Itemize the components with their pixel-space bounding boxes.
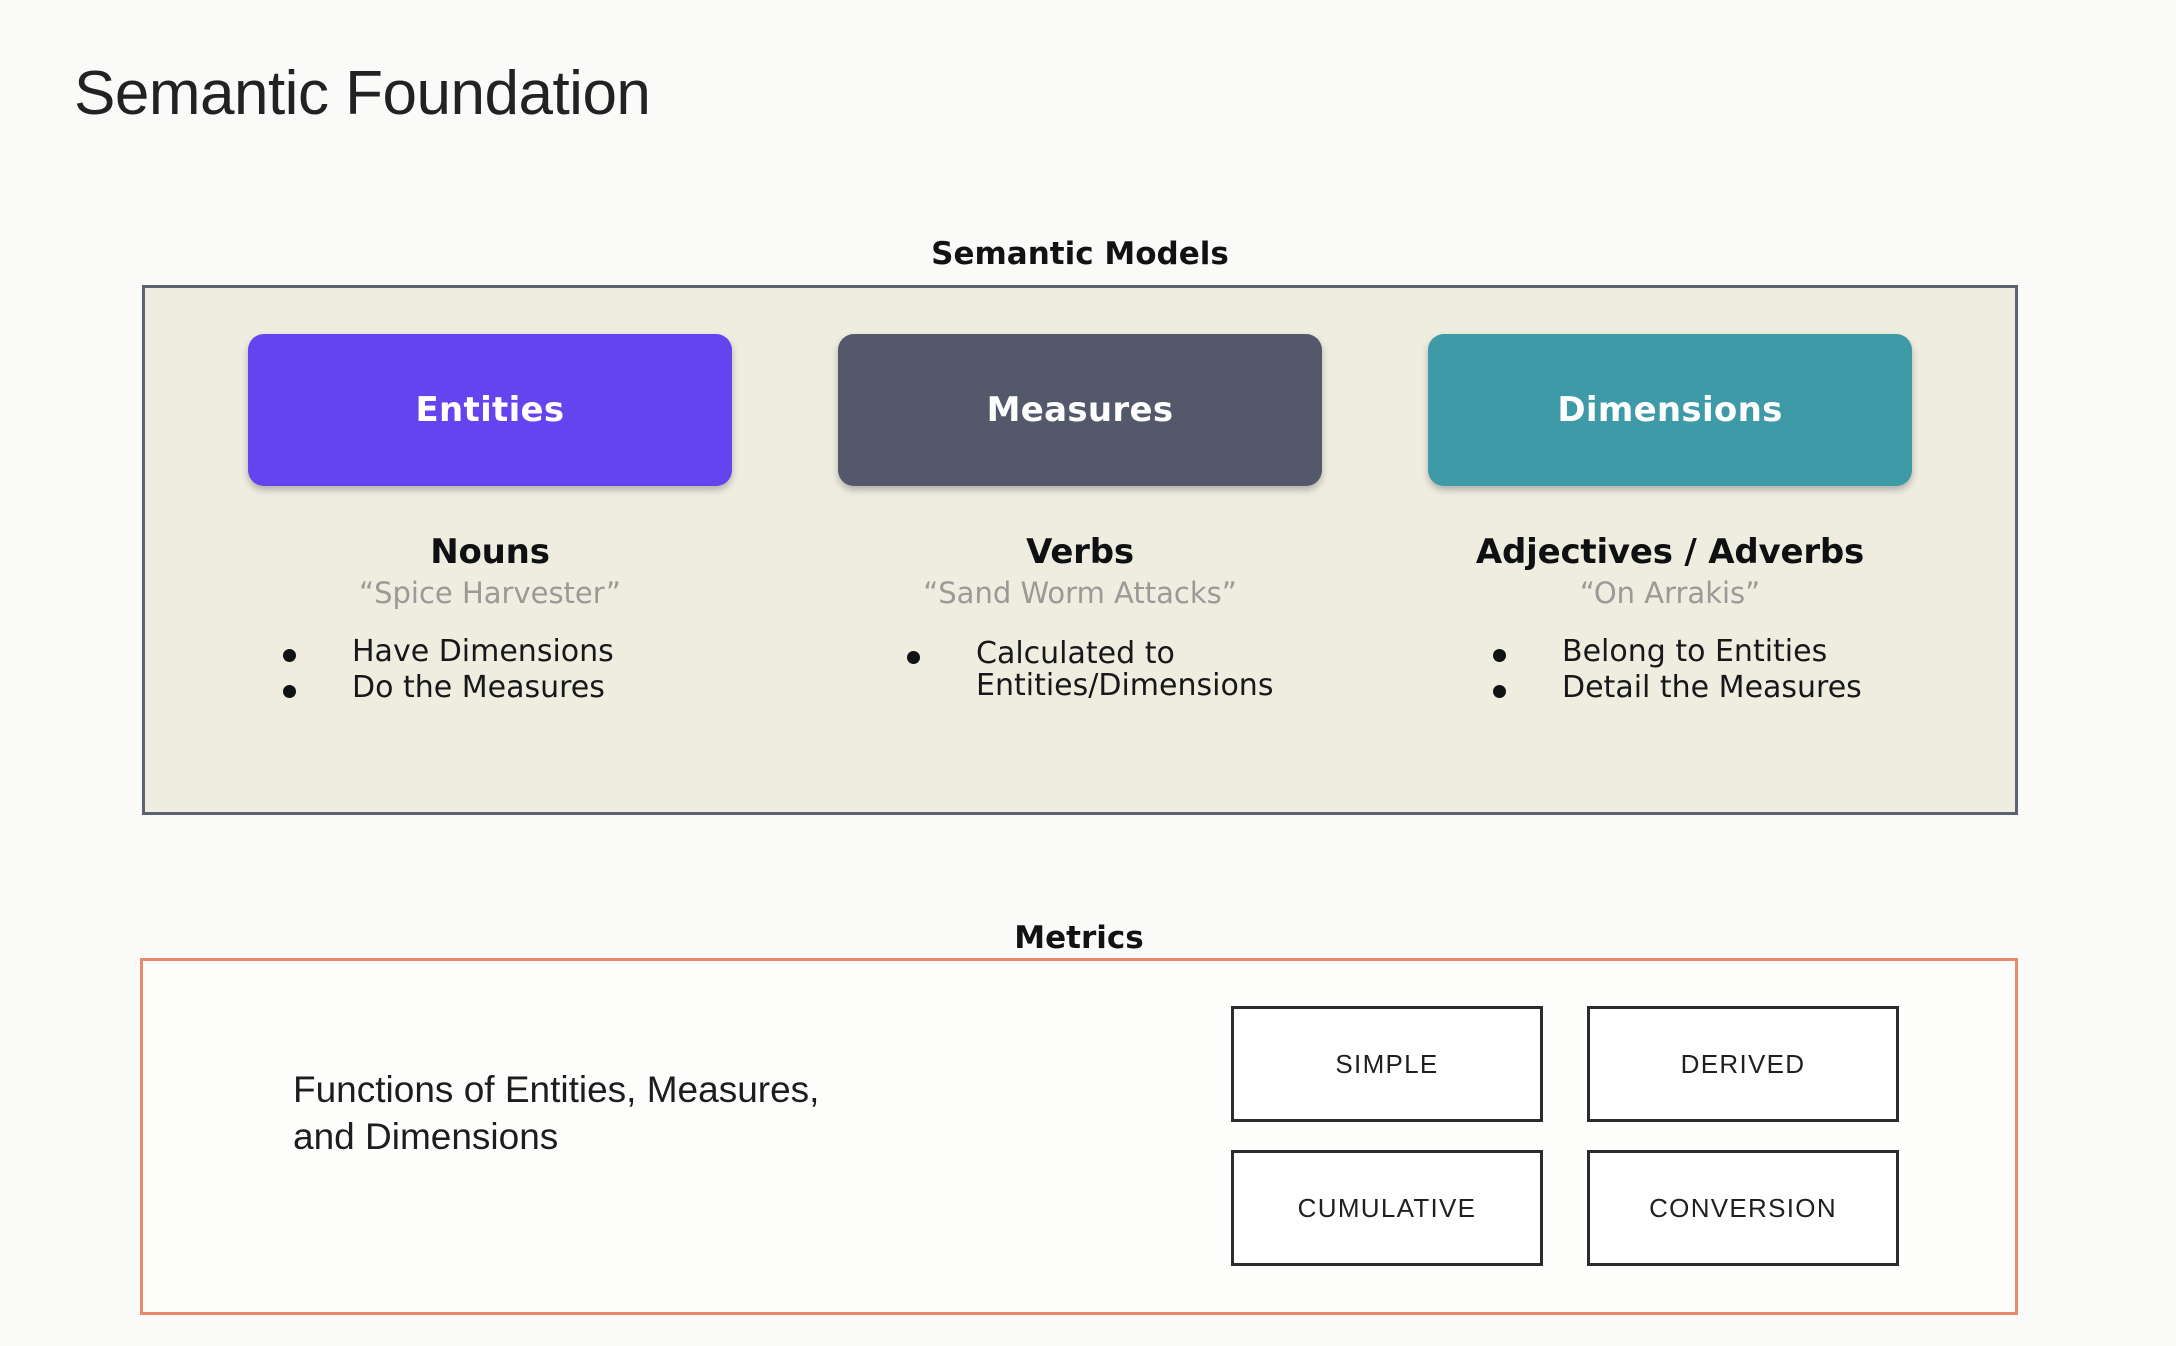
measures-example: “Sand Worm Attacks” (923, 576, 1237, 610)
metrics-description-line-1: Functions of Entities, Measures, (293, 1069, 820, 1110)
list-item: Calculated to Entities/Dimensions (907, 638, 1375, 702)
metric-type-cumulative[interactable]: CUMULATIVE (1231, 1150, 1543, 1266)
entities-chip[interactable]: Entities (248, 334, 732, 486)
metrics-description: Functions of Entities, Measures, and Dim… (293, 1066, 819, 1161)
dimensions-fact-list: Belong to Entities Detail the Measures (1375, 636, 1965, 708)
dimensions-fact-label: Belong to Entities (1562, 634, 1828, 669)
semantic-model-column-measures: Measures Verbs “Sand Worm Attacks” Calcu… (785, 334, 1375, 812)
semantic-models-panel: Entities Nouns “Spice Harvester” Have Di… (142, 285, 2018, 815)
page-title: Semantic Foundation (74, 59, 651, 128)
metrics-caption: Metrics (1014, 920, 1144, 956)
dimensions-fact-label: Detail the Measures (1562, 669, 1862, 705)
bullet-icon (1493, 684, 1506, 698)
list-item: Have Dimensions (283, 636, 785, 668)
measures-part-of-speech: Verbs (1026, 532, 1134, 572)
metrics-description-line-2: and Dimensions (293, 1116, 559, 1158)
metric-type-conversion[interactable]: CONVERSION (1587, 1150, 1899, 1266)
bullet-icon (1493, 649, 1506, 662)
metric-type-simple[interactable]: SIMPLE (1231, 1006, 1543, 1122)
dimensions-part-of-speech: Adjectives / Adverbs (1475, 532, 1865, 572)
entities-fact-label: Do the Measures (352, 669, 605, 705)
entities-fact-list: Have Dimensions Do the Measures (195, 636, 785, 708)
entities-part-of-speech: Nouns (430, 532, 550, 572)
bullet-icon (283, 684, 296, 698)
measures-fact-label: Calculated to Entities/Dimensions (976, 636, 1274, 703)
entities-example: “Spice Harvester” (359, 576, 621, 610)
measures-fact-list: Calculated to Entities/Dimensions (785, 636, 1375, 706)
bullet-icon (283, 649, 296, 662)
dimensions-example: “On Arrakis” (1579, 576, 1761, 610)
semantic-model-column-dimensions: Dimensions Adjectives / Adverbs “On Arra… (1375, 334, 1965, 812)
bullet-icon (907, 651, 920, 664)
list-item: Detail the Measures (1493, 669, 1965, 705)
dimensions-chip[interactable]: Dimensions (1428, 334, 1912, 486)
entities-fact-label: Have Dimensions (352, 634, 614, 669)
semantic-models-columns: Entities Nouns “Spice Harvester” Have Di… (145, 288, 2015, 812)
measures-chip[interactable]: Measures (838, 334, 1322, 486)
metric-type-derived[interactable]: DERIVED (1587, 1006, 1899, 1122)
semantic-models-caption: Semantic Models (931, 236, 1229, 272)
semantic-model-column-entities: Entities Nouns “Spice Harvester” Have Di… (195, 334, 785, 812)
metrics-panel: Functions of Entities, Measures, and Dim… (140, 958, 2018, 1315)
list-item: Belong to Entities (1493, 636, 1965, 668)
metric-type-grid: SIMPLE DERIVED CUMULATIVE CONVERSION (1231, 1006, 1899, 1266)
list-item: Do the Measures (283, 669, 785, 705)
